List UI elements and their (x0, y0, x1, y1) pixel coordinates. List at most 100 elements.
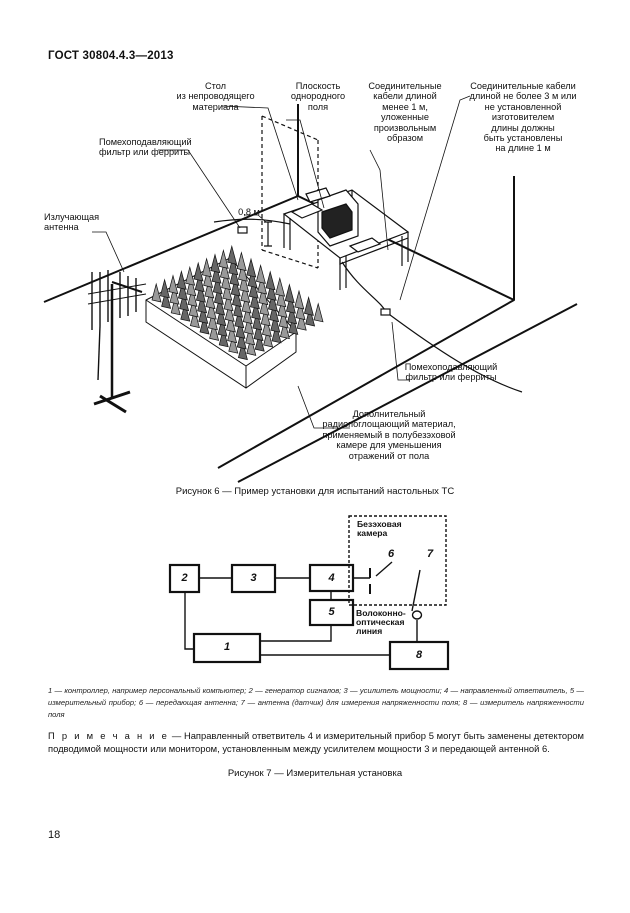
uniform-field-plane (261, 115, 319, 269)
absorber-spike (170, 295, 181, 316)
absorber-spike (221, 270, 232, 291)
label-antenna: Излучающая антенна (44, 212, 100, 233)
cable-left (213, 218, 291, 225)
absorber-spike (303, 296, 314, 316)
absorber-spike (218, 327, 229, 348)
table-legs (283, 190, 409, 290)
absorber-spike (236, 329, 247, 350)
absorber-spike (224, 302, 235, 322)
absorber-spike (185, 265, 196, 286)
label-field-plane: Плоскость однородного поля (290, 81, 346, 112)
block-5-label: 5 (328, 606, 335, 618)
block-8-label: 8 (415, 649, 423, 661)
absorber-spike (313, 302, 324, 323)
absorber-spike (257, 274, 268, 295)
absorber-spike (240, 283, 251, 303)
absorber-spike (251, 300, 262, 320)
absorber-spike (245, 325, 256, 346)
document-header: ГОСТ 30804.4.3—2013 (48, 50, 174, 62)
absorber-spike (243, 314, 254, 335)
block-2-label: 2 (181, 572, 188, 584)
absorber-spike (227, 323, 238, 344)
figure7-legend: 1 — контроллер, например персональный ко… (48, 686, 584, 719)
absorber-spike (203, 268, 214, 288)
radiating-antenna (87, 270, 147, 414)
filter-right (380, 308, 391, 316)
chamber-label: Безэховая камера (357, 519, 402, 538)
absorber-spike (258, 285, 269, 306)
absorber-spike (239, 272, 250, 293)
absorber-spike (275, 276, 286, 297)
absorber-spike (159, 278, 170, 299)
absorber-spike (263, 327, 274, 348)
absorber-spike (227, 244, 238, 265)
note-paragraph: П р и м е ч а н и е — Направленный ответ… (48, 729, 584, 755)
absorber-spike (255, 264, 266, 284)
absorber-spike (211, 263, 222, 284)
absorber-spike (287, 304, 298, 325)
absorber-spike (212, 274, 223, 295)
figure6-caption: Рисунок 6 — Пример установки для испытан… (175, 486, 455, 497)
absorber-spike (305, 306, 316, 327)
figure6-drawing (43, 95, 578, 483)
absorber-spike (228, 255, 239, 276)
absorber-spike (228, 333, 239, 354)
absorber-spike (246, 336, 257, 356)
filter-left (237, 226, 248, 234)
absorber-spike (253, 321, 264, 342)
absorber-spike (177, 280, 188, 301)
block-4-label: 4 (328, 572, 335, 584)
absorber-spike (206, 299, 217, 320)
absorber-spike (193, 261, 204, 282)
absorber-spike (188, 297, 199, 318)
fiber-line-label: Волоконно- оптическая линия (356, 608, 406, 636)
label-cables-long: Соединительные кабели длиной не более 3 … (469, 81, 577, 154)
label-absorber: Дополнительный радиопоглощающий материал… (322, 409, 456, 461)
absorber-spike (270, 312, 281, 333)
absorber-spike (210, 253, 221, 274)
absorber-spike (295, 300, 306, 321)
antenna-7-label: 7 (426, 548, 434, 560)
absorber-spike (252, 310, 263, 331)
absorber-spike (285, 293, 296, 314)
absorber-spike (229, 266, 240, 286)
absorber-spike (259, 295, 270, 316)
ground-plane-outline (43, 195, 515, 469)
absorber-spike (225, 312, 236, 333)
absorber-spike (197, 293, 208, 314)
absorber-spike (215, 295, 226, 316)
absorber-spike (249, 289, 260, 310)
absorber-spike (169, 284, 180, 305)
label-filter-left: Помехоподавляющий фильтр или ферриты (99, 137, 192, 158)
absorber-spike (195, 282, 206, 303)
absorber-spike (209, 321, 220, 341)
keyboard (348, 237, 382, 253)
absorber-spike (288, 315, 299, 335)
absorber-spike (237, 261, 248, 282)
block-1-label: 1 (223, 641, 231, 653)
absorber-spike (189, 308, 200, 329)
absorber-spike (296, 310, 307, 331)
cable-right (341, 261, 387, 313)
absorber-spike (222, 280, 233, 301)
note-lead: П р и м е ч а н и е (48, 730, 170, 741)
absorber-spike (260, 306, 271, 327)
label-table: Стол из непроводящего материала (176, 81, 255, 112)
absorber-spike (223, 291, 234, 312)
absorber-spike (284, 283, 295, 304)
absorber-spike (265, 270, 276, 291)
absorber-spike (207, 310, 218, 331)
absorber-spike (186, 276, 197, 297)
label-cables-short: Соединительные кабели длиной менее 1 м, … (368, 81, 442, 144)
absorber-spike (179, 291, 190, 312)
absorber-spike (246, 257, 257, 278)
absorber-spike (235, 319, 246, 339)
absorber-spike (277, 298, 288, 318)
page-number: 18 (48, 829, 61, 841)
absorber-spike (180, 301, 191, 322)
absorber-spike (216, 306, 227, 327)
absorber-spike (218, 249, 229, 269)
absorber-spike (241, 293, 252, 314)
absorber-spike (236, 251, 247, 272)
absorber-spike (187, 287, 198, 307)
